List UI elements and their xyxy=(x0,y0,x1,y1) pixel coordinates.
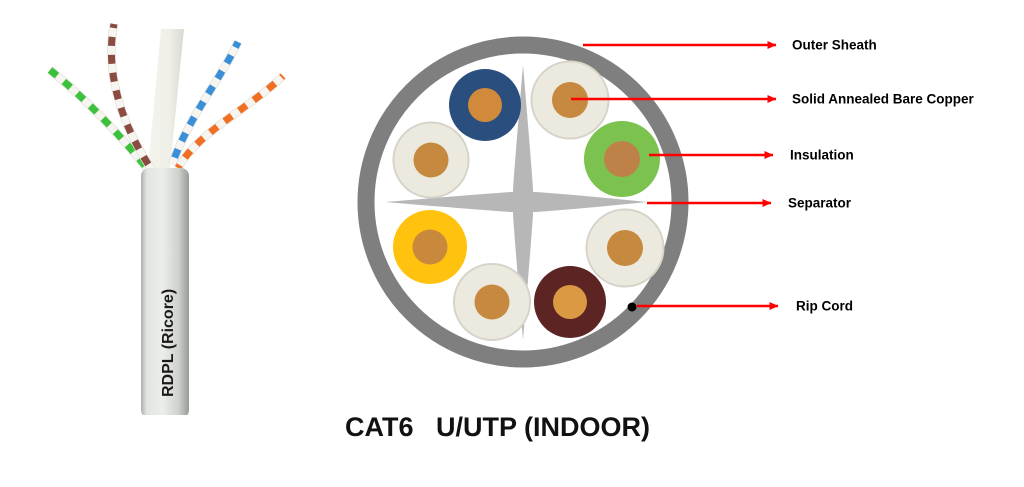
twisted-pair-orange xyxy=(174,72,286,171)
rip-cord-dot xyxy=(627,302,637,312)
twisted-pair-blue xyxy=(167,40,242,167)
separator-cross xyxy=(385,65,647,340)
twisted-pair-brown xyxy=(107,23,156,173)
conductor-white-right xyxy=(585,208,665,288)
copper-core xyxy=(412,229,448,265)
label-outer-sheath: Outer Sheath xyxy=(792,37,877,53)
jacket-brand-label: RDPL (Ricore) xyxy=(160,289,177,397)
copper-core xyxy=(413,142,449,178)
label-rip-cord: Rip Cord xyxy=(796,298,853,314)
copper-core xyxy=(607,230,643,266)
twisted-pair-green xyxy=(47,66,154,175)
cable-jacket xyxy=(141,168,189,415)
conductor-white-left xyxy=(392,121,470,199)
conductor-brown xyxy=(534,266,606,338)
conductor-blue xyxy=(449,69,521,141)
label-separator: Separator xyxy=(788,195,852,211)
conductor-yellow xyxy=(393,210,467,284)
copper-core xyxy=(468,88,502,122)
cable-photo: RDPL (Ricore) xyxy=(47,23,286,415)
separator-strip xyxy=(148,29,184,168)
conductor-white-bottom xyxy=(453,263,531,341)
copper-core xyxy=(604,141,640,177)
copper-core xyxy=(552,82,588,118)
copper-core xyxy=(553,285,587,319)
label-insulation: Insulation xyxy=(790,147,854,163)
label-bare-copper: Solid Annealed Bare Copper xyxy=(792,91,974,107)
copper-core xyxy=(474,284,510,320)
conductor-green xyxy=(584,121,660,197)
page-title: CAT6 U/UTP (INDOOR) xyxy=(345,412,651,442)
